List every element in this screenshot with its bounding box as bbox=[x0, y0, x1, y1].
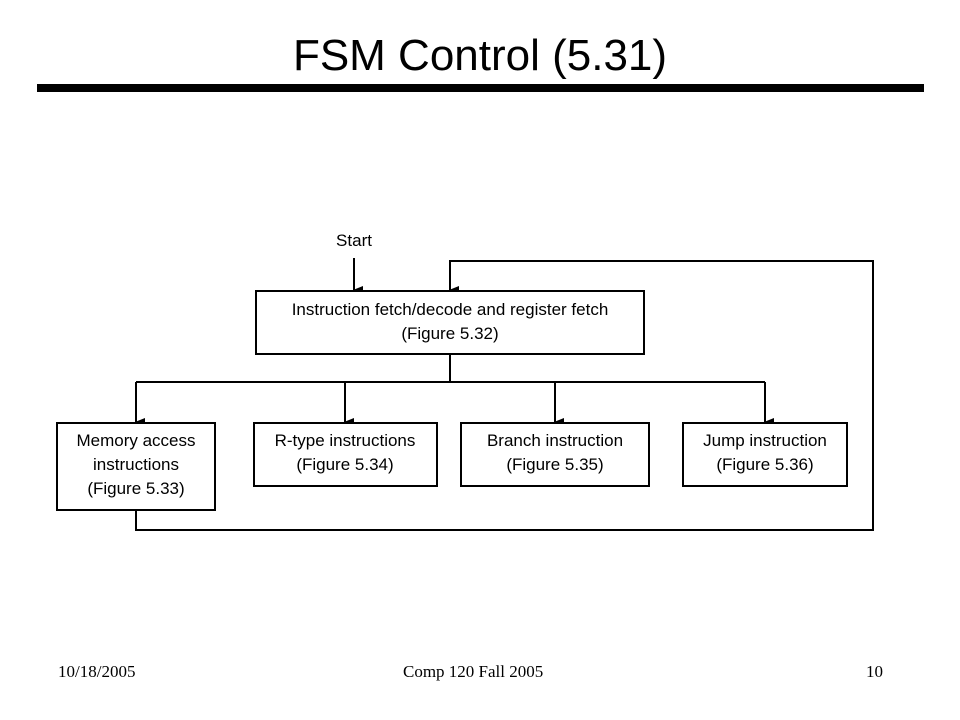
fetch-decode-line1: Instruction fetch/decode and register fe… bbox=[292, 300, 609, 319]
memory-access-state: Memory access instructions (Figure 5.33) bbox=[56, 422, 216, 511]
return-loop-line bbox=[135, 260, 874, 531]
slide-title: FSM Control (5.31) bbox=[292, 31, 668, 80]
jump-line2: (Figure 5.36) bbox=[716, 455, 813, 474]
title-divider bbox=[37, 84, 924, 92]
rtype-state: R-type instructions (Figure 5.34) bbox=[253, 422, 438, 487]
memory-access-line3: (Figure 5.33) bbox=[87, 479, 184, 498]
fetch-decode-line2: (Figure 5.32) bbox=[401, 324, 498, 343]
footer-course: Comp 120 Fall 2005 bbox=[403, 662, 544, 681]
jump-state: Jump instruction (Figure 5.36) bbox=[682, 422, 848, 487]
fetch-decode-state: Instruction fetch/decode and register fe… bbox=[255, 290, 645, 355]
branch-line1: Branch instruction bbox=[487, 431, 623, 450]
jump-line1: Jump instruction bbox=[703, 431, 827, 450]
memory-access-line2: instructions bbox=[93, 455, 179, 474]
rtype-line1: R-type instructions bbox=[275, 431, 416, 450]
start-label: Start bbox=[336, 231, 372, 250]
page-number: 10 bbox=[866, 662, 883, 681]
footer-date: 10/18/2005 bbox=[58, 662, 136, 681]
branch-line2: (Figure 5.35) bbox=[506, 455, 603, 474]
memory-access-line1: Memory access bbox=[76, 431, 195, 450]
branch-state: Branch instruction (Figure 5.35) bbox=[460, 422, 650, 487]
rtype-line2: (Figure 5.34) bbox=[296, 455, 393, 474]
